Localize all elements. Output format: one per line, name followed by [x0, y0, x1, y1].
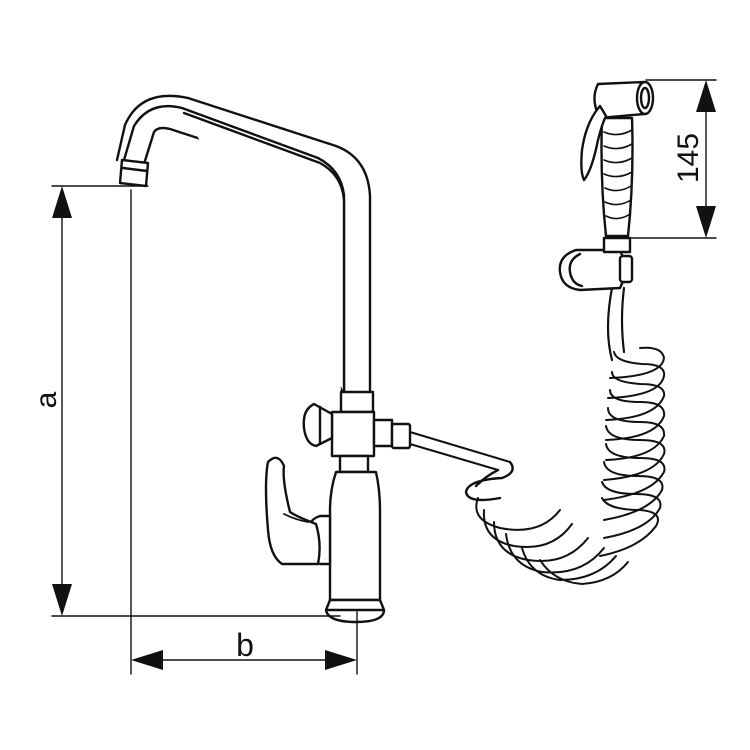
body-collar	[338, 454, 370, 474]
dimension-label-b: b	[236, 627, 254, 663]
arrow-down-icon	[52, 584, 72, 616]
arrow-down-icon	[696, 206, 716, 238]
hose-outlet	[372, 418, 394, 448]
faucet-aerator	[118, 158, 150, 188]
dimension-arrows	[52, 80, 716, 670]
mixer-body	[328, 470, 382, 602]
spiral-hose	[409, 286, 666, 585]
dimension-label-145: 145	[672, 133, 705, 183]
dimension-lines	[51, 79, 717, 675]
arrow-left-icon	[131, 650, 163, 670]
faucet-spout-outer	[115, 94, 372, 394]
diverter-body	[330, 410, 376, 458]
arrow-up-icon	[52, 186, 72, 218]
dimension-label-a: a	[30, 391, 63, 408]
arrow-right-icon	[325, 650, 357, 670]
handle-lever	[264, 456, 321, 566]
arrow-up-icon	[696, 80, 716, 112]
spout-collar	[339, 390, 375, 414]
hand-sprayer	[580, 80, 655, 238]
faucet	[115, 94, 412, 624]
diverter-knob	[302, 402, 334, 448]
hose-nut	[390, 422, 412, 450]
faucet-spout	[182, 111, 346, 394]
sprayer-holder	[558, 236, 634, 292]
